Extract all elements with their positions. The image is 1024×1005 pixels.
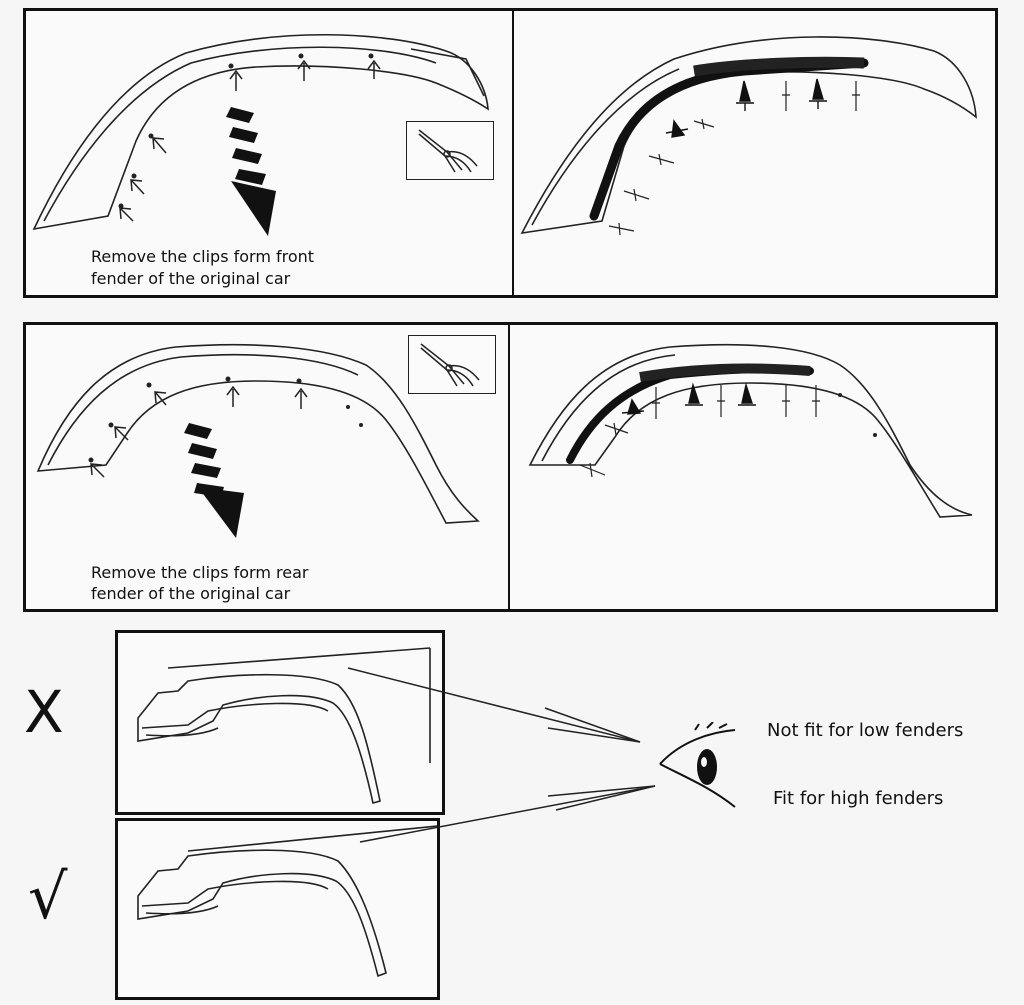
arrow-to-high-head bbox=[547, 785, 656, 811]
pliers-icon-rear bbox=[420, 343, 480, 387]
rear-fender-caption-line1: Remove the clips form rear bbox=[91, 563, 309, 582]
front-fender-install-cell bbox=[514, 11, 995, 295]
front-fender-panel: Remove the clips form front fender of th… bbox=[23, 8, 998, 298]
front-fender-original-drawing bbox=[32, 33, 489, 236]
eye-icon bbox=[659, 722, 736, 808]
pliers-tool-box-rear bbox=[408, 335, 496, 394]
front-fender-divider bbox=[512, 11, 514, 295]
rear-fender-install-cell bbox=[510, 325, 995, 609]
pliers-icon bbox=[418, 129, 478, 173]
fit-label: Fit for high fenders bbox=[773, 788, 944, 809]
wrong-mark: X bbox=[24, 678, 64, 746]
high-fender-example-drawing bbox=[137, 825, 437, 978]
front-fender-remove-cell: Remove the clips form front fender of th… bbox=[26, 11, 512, 295]
low-fender-example-box bbox=[115, 630, 445, 815]
not-fit-label: Not fit for low fenders bbox=[767, 720, 964, 741]
pliers-tool-box bbox=[406, 121, 494, 180]
rear-fender-new-drawing bbox=[528, 343, 973, 518]
rear-fender-divider bbox=[508, 325, 510, 609]
rear-fender-remove-cell: Remove the clips form rear fender of the… bbox=[26, 325, 508, 609]
arrow-to-low-head bbox=[544, 707, 641, 743]
front-fender-caption-line2: fender of the original car bbox=[91, 269, 291, 288]
rear-fender-panel: Remove the clips form rear fender of the… bbox=[23, 322, 998, 612]
rear-fender-caption-line2: fender of the original car bbox=[91, 584, 291, 603]
high-fender-example-box bbox=[115, 818, 440, 1000]
front-fender-caption-line1: Remove the clips form front bbox=[91, 247, 315, 266]
rear-fender-original-drawing bbox=[36, 343, 480, 538]
front-fender-new-drawing bbox=[520, 36, 977, 236]
low-fender-example-drawing bbox=[137, 647, 431, 805]
right-mark: √ bbox=[28, 860, 68, 933]
